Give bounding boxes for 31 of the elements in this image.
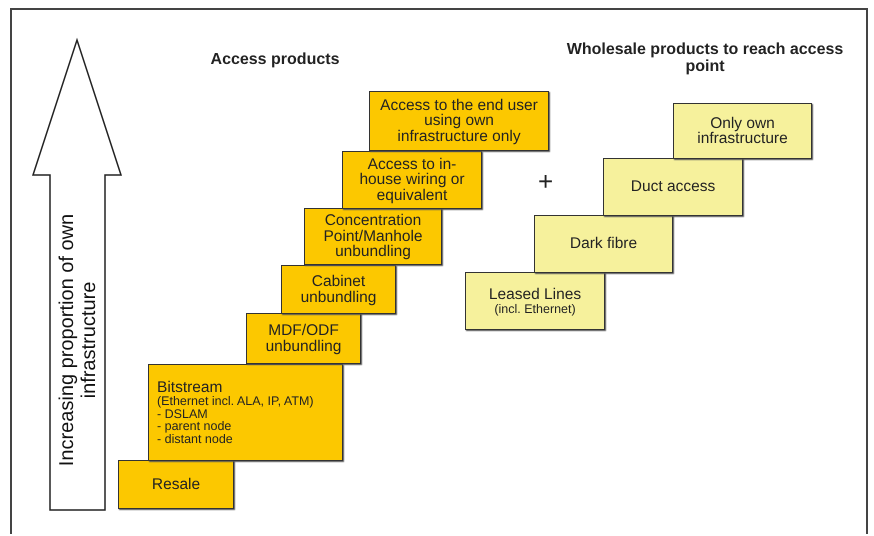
box-title: Only own infrastructure [696,116,789,146]
box-title: Resale [152,476,200,492]
box-note: - parent node [157,420,232,433]
box-title: Access to in-house wiring or equivalent [358,156,466,204]
step-box [281,265,396,314]
step-box [534,215,673,273]
step-box [148,364,343,461]
heading: Access products [210,52,340,69]
step-box [342,151,482,209]
box-title: MDF/ODF unbundling [264,323,342,354]
box-title: Concentration Point/Manhole unbundling [322,213,424,260]
box-title: Cabinet unbundling [300,274,378,305]
step-box [603,158,743,216]
step-box [465,272,605,330]
step-box [118,460,234,509]
box-note: (Ethernet incl. ALA, IP, ATM) [157,395,314,408]
step-box [369,91,549,151]
heading: Wholesale products to reach access point [566,42,844,76]
box-note: - DSLAM [157,408,208,420]
step-box [673,103,812,159]
box-title: Bitstream [157,380,222,396]
box-title: Access to the end user using own infrastructure only [379,98,539,144]
box-note: (incl. Ethernet) [494,302,576,315]
box-note: - distant node [157,432,233,446]
step-box [304,208,442,265]
plus-sign: + [538,168,554,194]
box-title: Leased Lines [488,287,582,302]
step-box [246,313,361,364]
axis-label: Increasing proportion of own infrastructure [56,212,100,468]
box-title: Dark fibre [570,236,638,252]
box-title: Duct access [630,179,716,195]
